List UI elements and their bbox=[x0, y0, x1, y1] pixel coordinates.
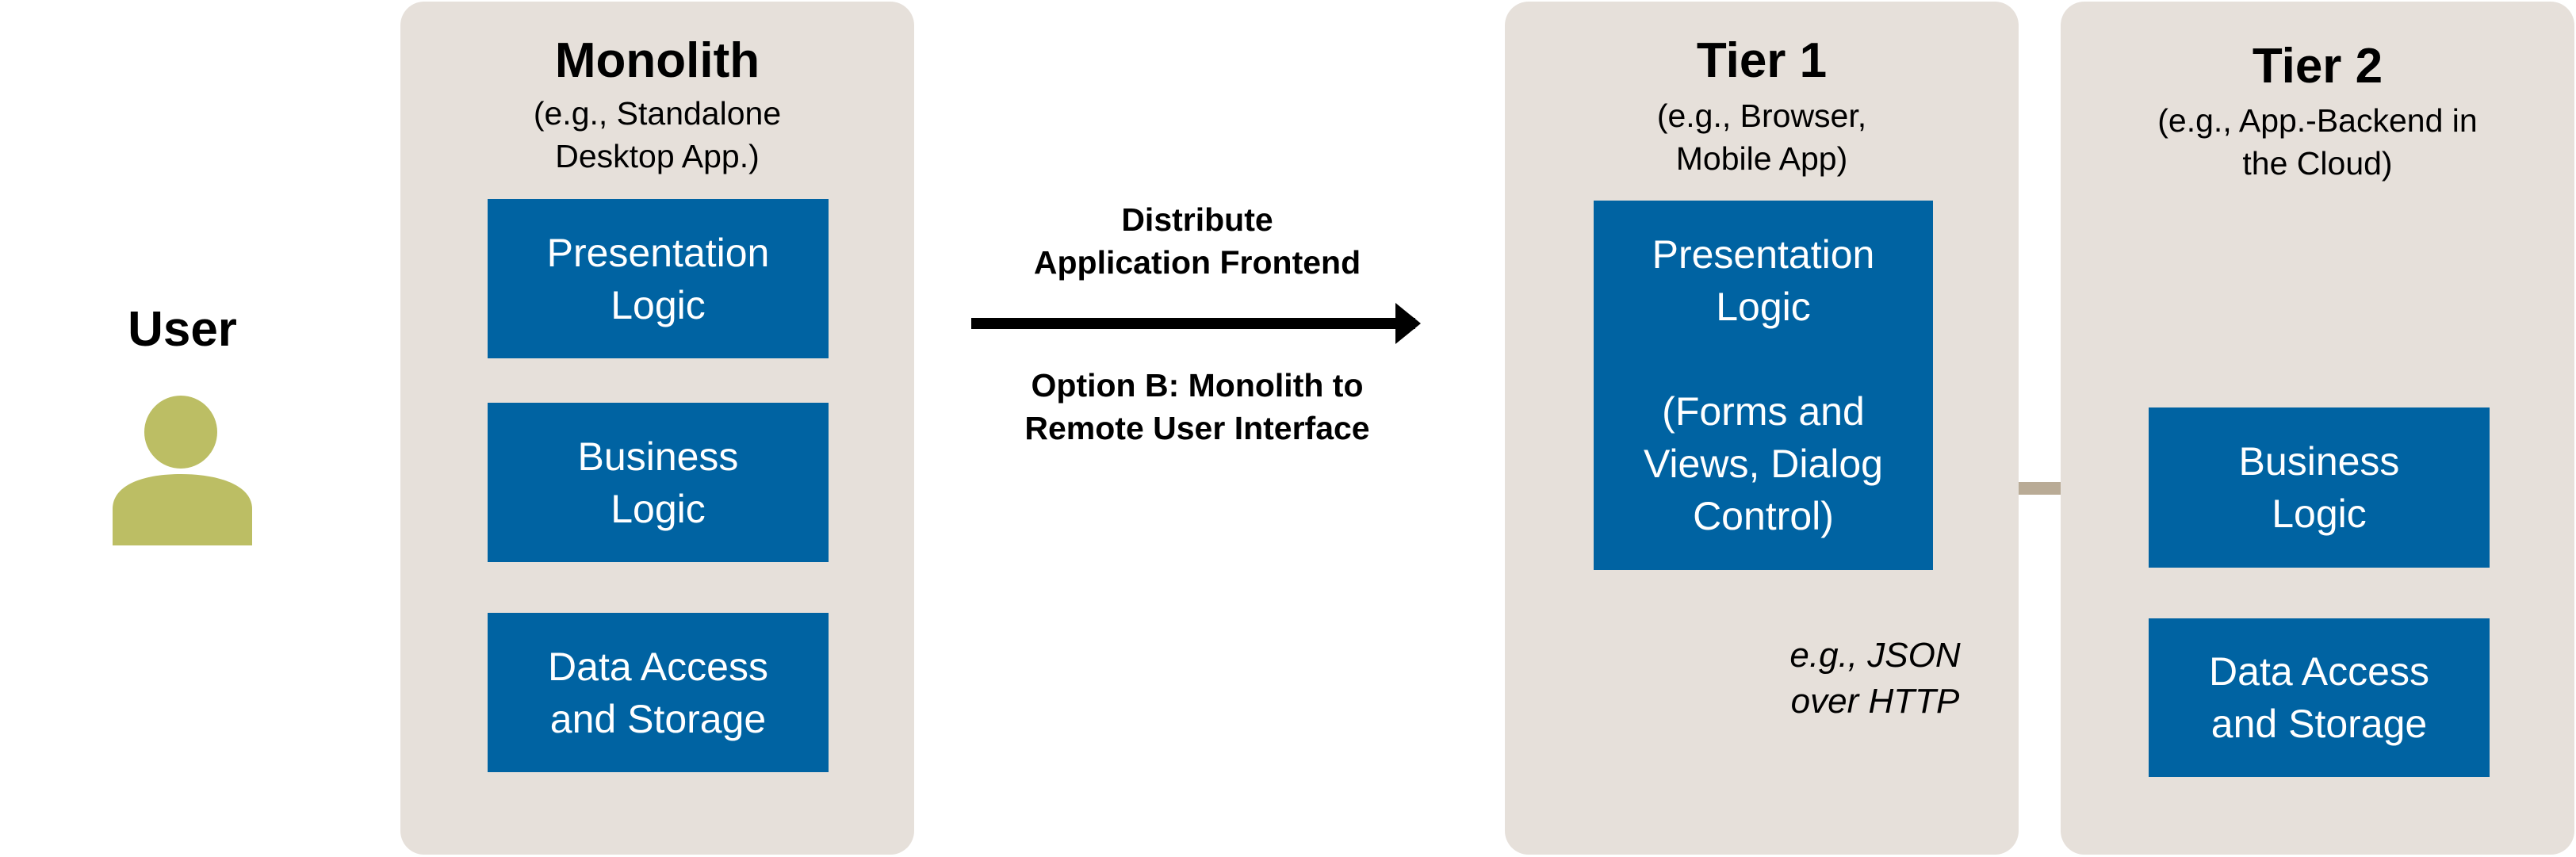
tier2-business-logic-box: Business Logic bbox=[2149, 407, 2490, 568]
monolith-title: Monolith bbox=[554, 33, 760, 88]
monolith-presentation-logic-box: Presentation Logic bbox=[488, 199, 829, 358]
tier2-title: Tier 2 bbox=[2252, 39, 2383, 94]
tier2-subtitle: (e.g., App.-Backend in the Cloud) bbox=[2157, 102, 2478, 182]
callout-text: e.g., JSON over HTTP bbox=[1789, 636, 1961, 721]
tier1-subtitle: (e.g., Browser, Mobile App) bbox=[1656, 98, 1867, 177]
tier1-title: Tier 1 bbox=[1696, 33, 1828, 88]
person-icon bbox=[113, 396, 252, 545]
monolith-subtitle: (e.g., Standalone Desktop App.) bbox=[533, 95, 782, 174]
distribute-arrow bbox=[971, 303, 1421, 344]
option-b-label: Option B: Monolith to Remote User Interf… bbox=[1024, 367, 1370, 446]
monolith-data-access-box: Data Access and Storage bbox=[488, 613, 829, 772]
tier1-presentation-logic-box: Presentation Logic (Forms and Views, Dia… bbox=[1594, 201, 1933, 570]
monolith-business-logic-box: Business Logic bbox=[488, 403, 829, 562]
tier2-data-access-box: Data Access and Storage bbox=[2149, 618, 2490, 777]
user-label: User bbox=[128, 302, 237, 357]
distribute-label: Distribute Application Frontend bbox=[1033, 201, 1361, 281]
